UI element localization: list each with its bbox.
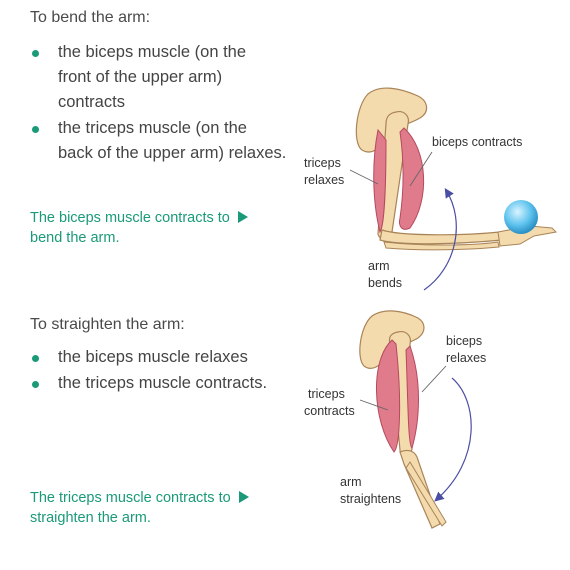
bullet-line: the triceps muscle contracts.: [58, 374, 268, 392]
straighten-bullet-list: the biceps muscle relaxes the triceps mu…: [30, 345, 305, 397]
forearm-bone: [405, 461, 447, 527]
bullet-dot: [32, 126, 39, 133]
arm-label: arm: [340, 475, 362, 489]
callout-line: The biceps muscle contracts to: [30, 210, 230, 226]
triceps-label: triceps: [308, 387, 345, 401]
list-item: the biceps muscle relaxes: [30, 345, 305, 370]
straight-arm-figure: biceps relaxes triceps contracts arm str…: [304, 310, 486, 529]
triceps-label: triceps: [304, 156, 341, 170]
play-triangle-icon: [238, 491, 249, 503]
callout-line: The triceps muscle contracts to: [30, 490, 231, 506]
forearm-bone: [383, 241, 500, 251]
arm-label: bends: [368, 276, 402, 290]
straighten-callout: The triceps muscle contracts to straight…: [30, 488, 280, 528]
arm-label: arm: [368, 259, 390, 273]
bullet-dot: [32, 50, 39, 57]
straighten-heading: To straighten the arm:: [30, 316, 185, 333]
biceps-muscle: [399, 127, 425, 230]
triceps-muscle: [373, 128, 387, 234]
bullet-line: contracts: [58, 93, 125, 111]
bullet-line: back of the upper arm) relaxes.: [58, 144, 287, 162]
bullet-dot: [32, 355, 39, 362]
biceps-label: biceps: [446, 334, 482, 348]
play-triangle-icon: [237, 211, 248, 223]
list-item: the triceps muscle contracts.: [30, 371, 305, 396]
bend-bullet-list: the biceps muscle (on the front of the u…: [30, 40, 305, 167]
list-item: the biceps muscle (on the front of the u…: [30, 40, 305, 115]
bullet-dot: [32, 381, 39, 388]
biceps-label: relaxes: [446, 351, 486, 365]
triceps-label: relaxes: [304, 173, 344, 187]
triceps-muscle: [376, 339, 401, 453]
bullet-line: front of the upper arm): [58, 68, 223, 86]
biceps-label: biceps contracts: [432, 135, 522, 149]
leader-line: [421, 365, 447, 393]
arm-label: straightens: [340, 492, 401, 506]
bend-callout: The biceps muscle contracts to bend the …: [30, 208, 280, 248]
biceps-muscle: [405, 345, 419, 449]
leader-line: [349, 169, 379, 185]
forearm-bone: [379, 229, 503, 245]
straighten-direction-arrow: [434, 377, 472, 502]
bent-arm-figure: biceps contracts triceps relaxes arm ben…: [304, 87, 558, 291]
bend-heading: To bend the arm:: [30, 9, 151, 26]
bend-direction-arrow: [423, 187, 457, 291]
bullet-line: the biceps muscle (on the: [58, 43, 247, 61]
leader-line: [359, 399, 389, 411]
bullet-line: the triceps muscle (on the: [58, 119, 247, 137]
list-item: the triceps muscle (on the back of the u…: [30, 116, 305, 166]
ball: [504, 200, 538, 234]
bullet-line: the biceps muscle relaxes: [58, 348, 248, 366]
leader-line: [409, 151, 433, 187]
triceps-label: contracts: [304, 404, 355, 418]
callout-line: straighten the arm.: [30, 510, 151, 526]
callout-line: bend the arm.: [30, 230, 120, 246]
